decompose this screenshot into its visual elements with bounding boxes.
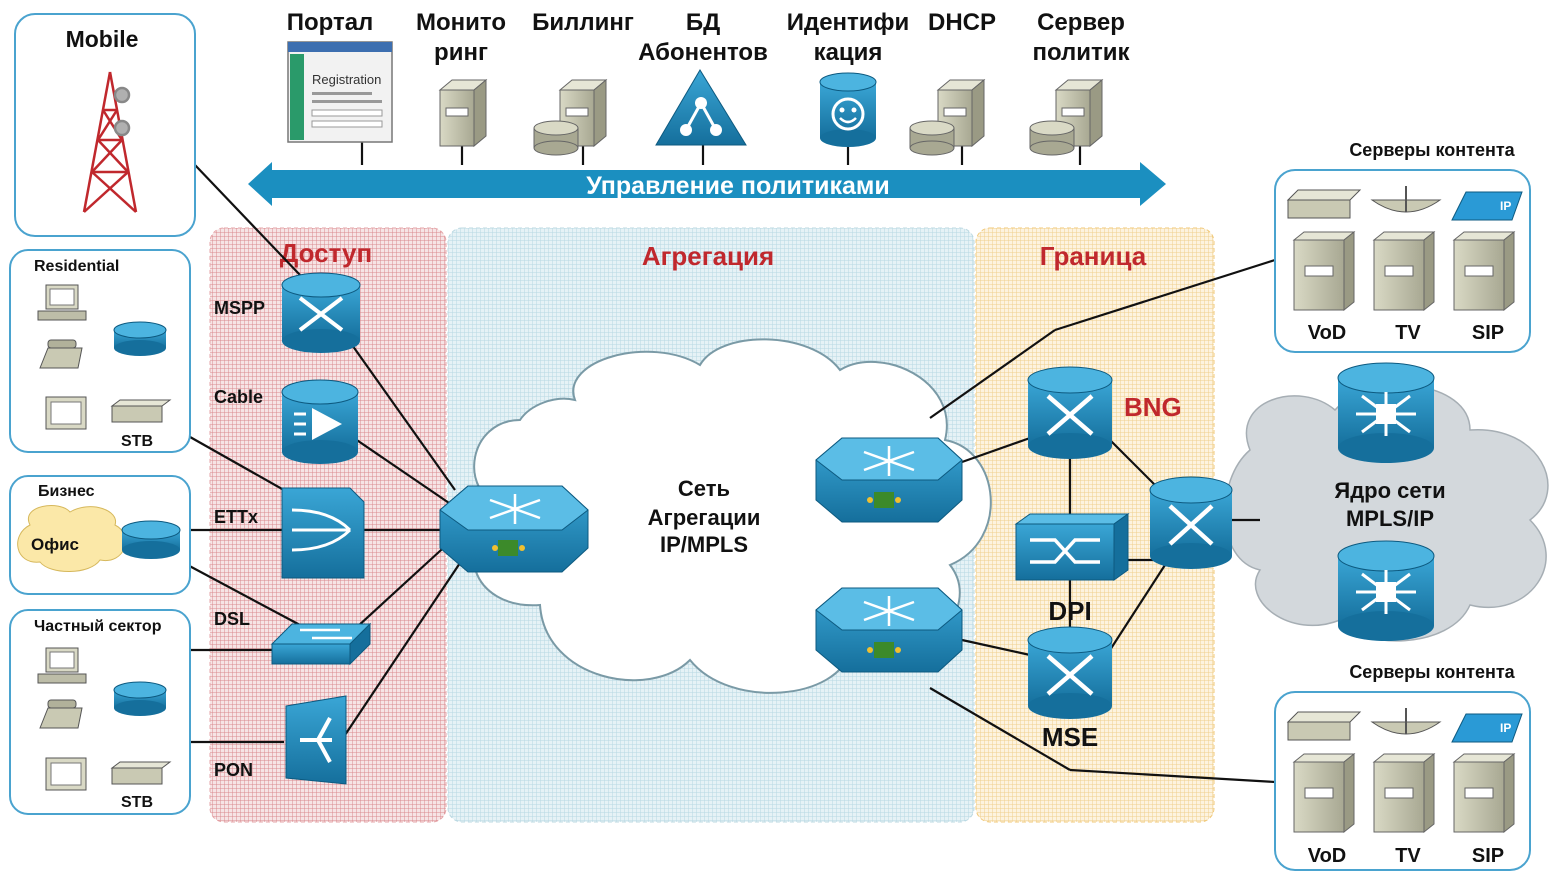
sip-label: SIP xyxy=(1472,845,1504,867)
tv-icon xyxy=(45,757,87,791)
label-subscriber-db-2: Абонентов xyxy=(638,39,768,66)
core-cloud-line2: MPLS/IP xyxy=(1346,506,1434,531)
label-subscriber-db-1: БД xyxy=(686,9,720,36)
dsl-switch-icon xyxy=(270,622,372,666)
satellite-dish-icon xyxy=(1370,186,1442,213)
stb-label: STB xyxy=(121,433,153,450)
aggregation-cloud-line2: Агрегации xyxy=(648,505,761,530)
dpi-label: DPI xyxy=(1048,596,1091,626)
zone-border-title: Граница xyxy=(1040,241,1147,271)
bng-switch-icon xyxy=(1027,366,1113,459)
vod-label: VoD xyxy=(1308,322,1347,344)
phone-icon xyxy=(39,339,83,369)
sip-server-icon xyxy=(1452,230,1516,312)
private-router-icon xyxy=(113,681,167,716)
stb-icon xyxy=(110,761,172,785)
access-label-dsl: DSL xyxy=(214,609,250,629)
sip-server-icon xyxy=(1452,752,1516,834)
dhcp-server-icon xyxy=(909,78,986,156)
ip-badge: IP xyxy=(1500,199,1511,213)
label-portal: Портал xyxy=(287,9,374,36)
ip-phone-icon: IP xyxy=(1451,191,1523,221)
policy-management-bar: Управление политиками xyxy=(248,162,1166,206)
policy-server-icon xyxy=(1029,78,1104,156)
core-cloud-line1: Ядро сети xyxy=(1334,478,1445,503)
mse-label: MSE xyxy=(1042,722,1098,752)
access-label-mspp: MSPP xyxy=(214,298,265,318)
vod-label: VoD xyxy=(1308,845,1347,867)
policy-bar-label: Управление политиками xyxy=(586,172,890,200)
label-identification-2: кация xyxy=(814,39,883,66)
private-sector-box: Частный сектор STB xyxy=(9,609,191,815)
dpi-device-icon xyxy=(1014,513,1130,581)
business-title: Бизнес xyxy=(38,483,95,500)
access-label-pon: PON xyxy=(214,760,253,780)
business-box: Бизнес Офис xyxy=(9,475,191,595)
zone-aggregation-title: Агрегация xyxy=(642,241,774,271)
aggregation-cloud-line3: IP/MPLS xyxy=(660,532,748,557)
residential-router-icon xyxy=(113,321,167,356)
mspp-device-icon xyxy=(281,272,361,353)
label-policy-server-1: Сервер xyxy=(1037,9,1125,36)
mobile-box: Mobile xyxy=(14,13,196,237)
content-servers-top-box: IP VoD TV SIP xyxy=(1274,169,1531,353)
business-router-icon xyxy=(121,520,181,559)
stb-label: STB xyxy=(121,794,153,811)
vod-server-icon xyxy=(1292,752,1356,834)
portal-window-icon: Registration xyxy=(287,41,393,143)
content-servers-bottom-title: Серверы контента xyxy=(1349,662,1515,682)
sip-label: SIP xyxy=(1472,322,1504,344)
vod-server-icon xyxy=(1292,230,1356,312)
pc-icon xyxy=(37,284,87,321)
tv-label: TV xyxy=(1395,845,1421,867)
satellite-dish-icon xyxy=(1370,708,1442,735)
residential-title: Residential xyxy=(34,258,119,275)
mse-switch-icon xyxy=(1027,626,1113,719)
private-sector-title: Частный сектор xyxy=(34,618,162,635)
ip-phone-icon: IP xyxy=(1451,713,1523,743)
cable-device-icon xyxy=(281,379,359,464)
ip-badge: IP xyxy=(1500,721,1511,735)
label-dhcp: DHCP xyxy=(928,9,996,36)
pc-icon xyxy=(37,647,87,684)
access-label-cable: Cable xyxy=(214,387,263,407)
tv-icon xyxy=(45,396,87,430)
tv-label: TV xyxy=(1395,322,1421,344)
mobile-title: Mobile xyxy=(66,26,139,52)
label-policy-server-2: политик xyxy=(1032,39,1130,66)
aggregation-cloud-line1: Сеть xyxy=(678,476,730,501)
aggregation-core-router-icon xyxy=(439,485,589,573)
access-label-ettx: ETTx xyxy=(214,507,258,527)
content-servers-top-title: Серверы контента xyxy=(1349,140,1515,160)
edge-router-top-icon xyxy=(815,437,963,523)
stb-icon xyxy=(110,399,172,423)
zone-access-title: Доступ xyxy=(280,238,372,268)
phone-icon xyxy=(39,699,83,729)
bng-label: BNG xyxy=(1124,392,1182,422)
portal-screen-text: Registration xyxy=(312,72,381,87)
cell-tower-icon xyxy=(82,71,138,213)
billing-server-icon xyxy=(533,78,608,156)
tv-server-icon xyxy=(1372,752,1436,834)
border-core-switch-icon xyxy=(1149,476,1233,569)
tv-server-icon xyxy=(1372,230,1436,312)
label-identification-1: Идентифи xyxy=(787,9,910,36)
vod-box-icon xyxy=(1286,189,1362,219)
ettx-device-icon xyxy=(281,487,365,579)
pon-device-icon xyxy=(285,695,347,785)
vod-box-icon xyxy=(1286,711,1362,741)
links xyxy=(79,142,1276,784)
content-servers-bottom-box: IP VoD TV SIP xyxy=(1274,691,1531,871)
residential-box: Residential STB xyxy=(9,249,191,453)
label-monitoring-1: Монито xyxy=(416,9,506,36)
core-router-top-icon xyxy=(1337,362,1435,463)
label-monitoring-2: ринг xyxy=(434,39,488,66)
edge-router-bottom-icon xyxy=(815,587,963,673)
office-label: Офис xyxy=(31,535,79,554)
core-router-bottom-icon xyxy=(1337,540,1435,641)
identification-icon xyxy=(819,72,877,147)
monitoring-server-icon xyxy=(438,78,488,148)
subscriber-db-icon xyxy=(655,69,747,146)
label-billing: Биллинг xyxy=(532,9,634,36)
